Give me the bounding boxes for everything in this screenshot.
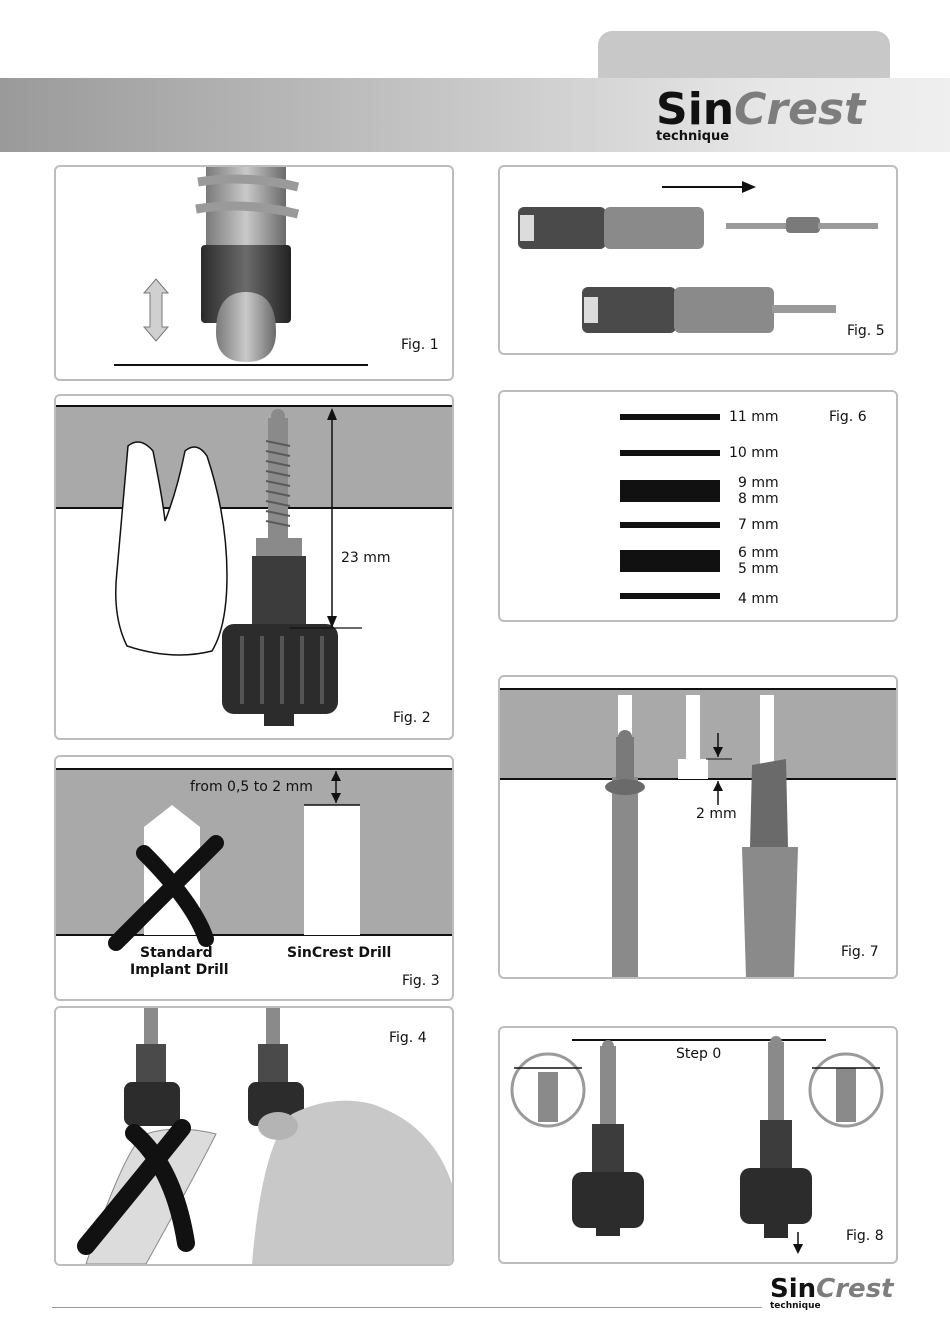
footer-logo: SinCrest technique bbox=[770, 1274, 900, 1314]
fig4-label: Fig. 4 bbox=[389, 1030, 427, 1046]
fig8-step: Step 0 bbox=[676, 1046, 721, 1062]
fig7-illustration bbox=[500, 677, 896, 977]
fig1-illustration bbox=[56, 167, 452, 379]
logo-technique: technique bbox=[656, 129, 729, 144]
fig8-illustration bbox=[500, 1028, 896, 1262]
logo-sin: Sin bbox=[656, 84, 734, 135]
fig3-right-caption: SinCrest Drill bbox=[287, 945, 391, 961]
figure-1-panel: Fig. 1 bbox=[54, 165, 454, 381]
fig6-mark-4: 4 mm bbox=[738, 591, 779, 607]
fig3-depth: from 0,5 to 2 mm bbox=[190, 779, 313, 795]
fig6-mark-6: 6 mm bbox=[738, 545, 779, 561]
figure-3-panel: from 0,5 to 2 mm Standard Implant Drill … bbox=[54, 755, 454, 1001]
fig3-left-caption-2: Implant Drill bbox=[130, 962, 229, 978]
fig1-label: Fig. 1 bbox=[401, 337, 439, 353]
fig3-label: Fig. 3 bbox=[402, 973, 440, 989]
footer-logo-sin: Sin bbox=[770, 1274, 816, 1304]
header-logo: SinCrest technique bbox=[656, 84, 876, 144]
fig7-dimension: 2 mm bbox=[696, 806, 737, 822]
figure-5-panel: Fig. 5 bbox=[498, 165, 898, 355]
figure-7-panel: 2 mm Fig. 7 bbox=[498, 675, 898, 979]
fig2-illustration bbox=[56, 396, 452, 738]
fig2-label: Fig. 2 bbox=[393, 710, 431, 726]
fig4-illustration bbox=[56, 1008, 452, 1264]
fig6-mark-8: 8 mm bbox=[738, 491, 779, 507]
fig5-illustration bbox=[500, 167, 896, 353]
fig6-label: Fig. 6 bbox=[829, 409, 867, 425]
fig6-illustration bbox=[500, 392, 896, 620]
fig6-mark-7: 7 mm bbox=[738, 517, 779, 533]
logo-crest: Crest bbox=[734, 84, 865, 135]
header-tab bbox=[598, 31, 890, 81]
fig7-label: Fig. 7 bbox=[841, 944, 879, 960]
fig8-label: Fig. 8 bbox=[846, 1228, 884, 1244]
footer-logo-technique: technique bbox=[770, 1301, 821, 1311]
fig6-mark-5: 5 mm bbox=[738, 561, 779, 577]
figure-4-panel: Fig. 4 bbox=[54, 1006, 454, 1266]
figure-6-panel: 11 mm 10 mm 9 mm 8 mm 7 mm 6 mm 5 mm 4 m… bbox=[498, 390, 898, 622]
figure-2-panel: 23 mm Fig. 2 bbox=[54, 394, 454, 740]
fig6-mark-10: 10 mm bbox=[729, 445, 779, 461]
fig6-mark-11: 11 mm bbox=[729, 409, 779, 425]
fig3-left-caption-1: Standard bbox=[140, 945, 213, 961]
fig6-mark-9: 9 mm bbox=[738, 475, 779, 491]
figure-8-panel: Step 0 Fig. 8 bbox=[498, 1026, 898, 1264]
footer-logo-crest: Crest bbox=[816, 1274, 893, 1304]
footer-divider bbox=[52, 1307, 762, 1308]
fig5-label: Fig. 5 bbox=[847, 323, 885, 339]
fig2-dimension: 23 mm bbox=[341, 550, 391, 566]
